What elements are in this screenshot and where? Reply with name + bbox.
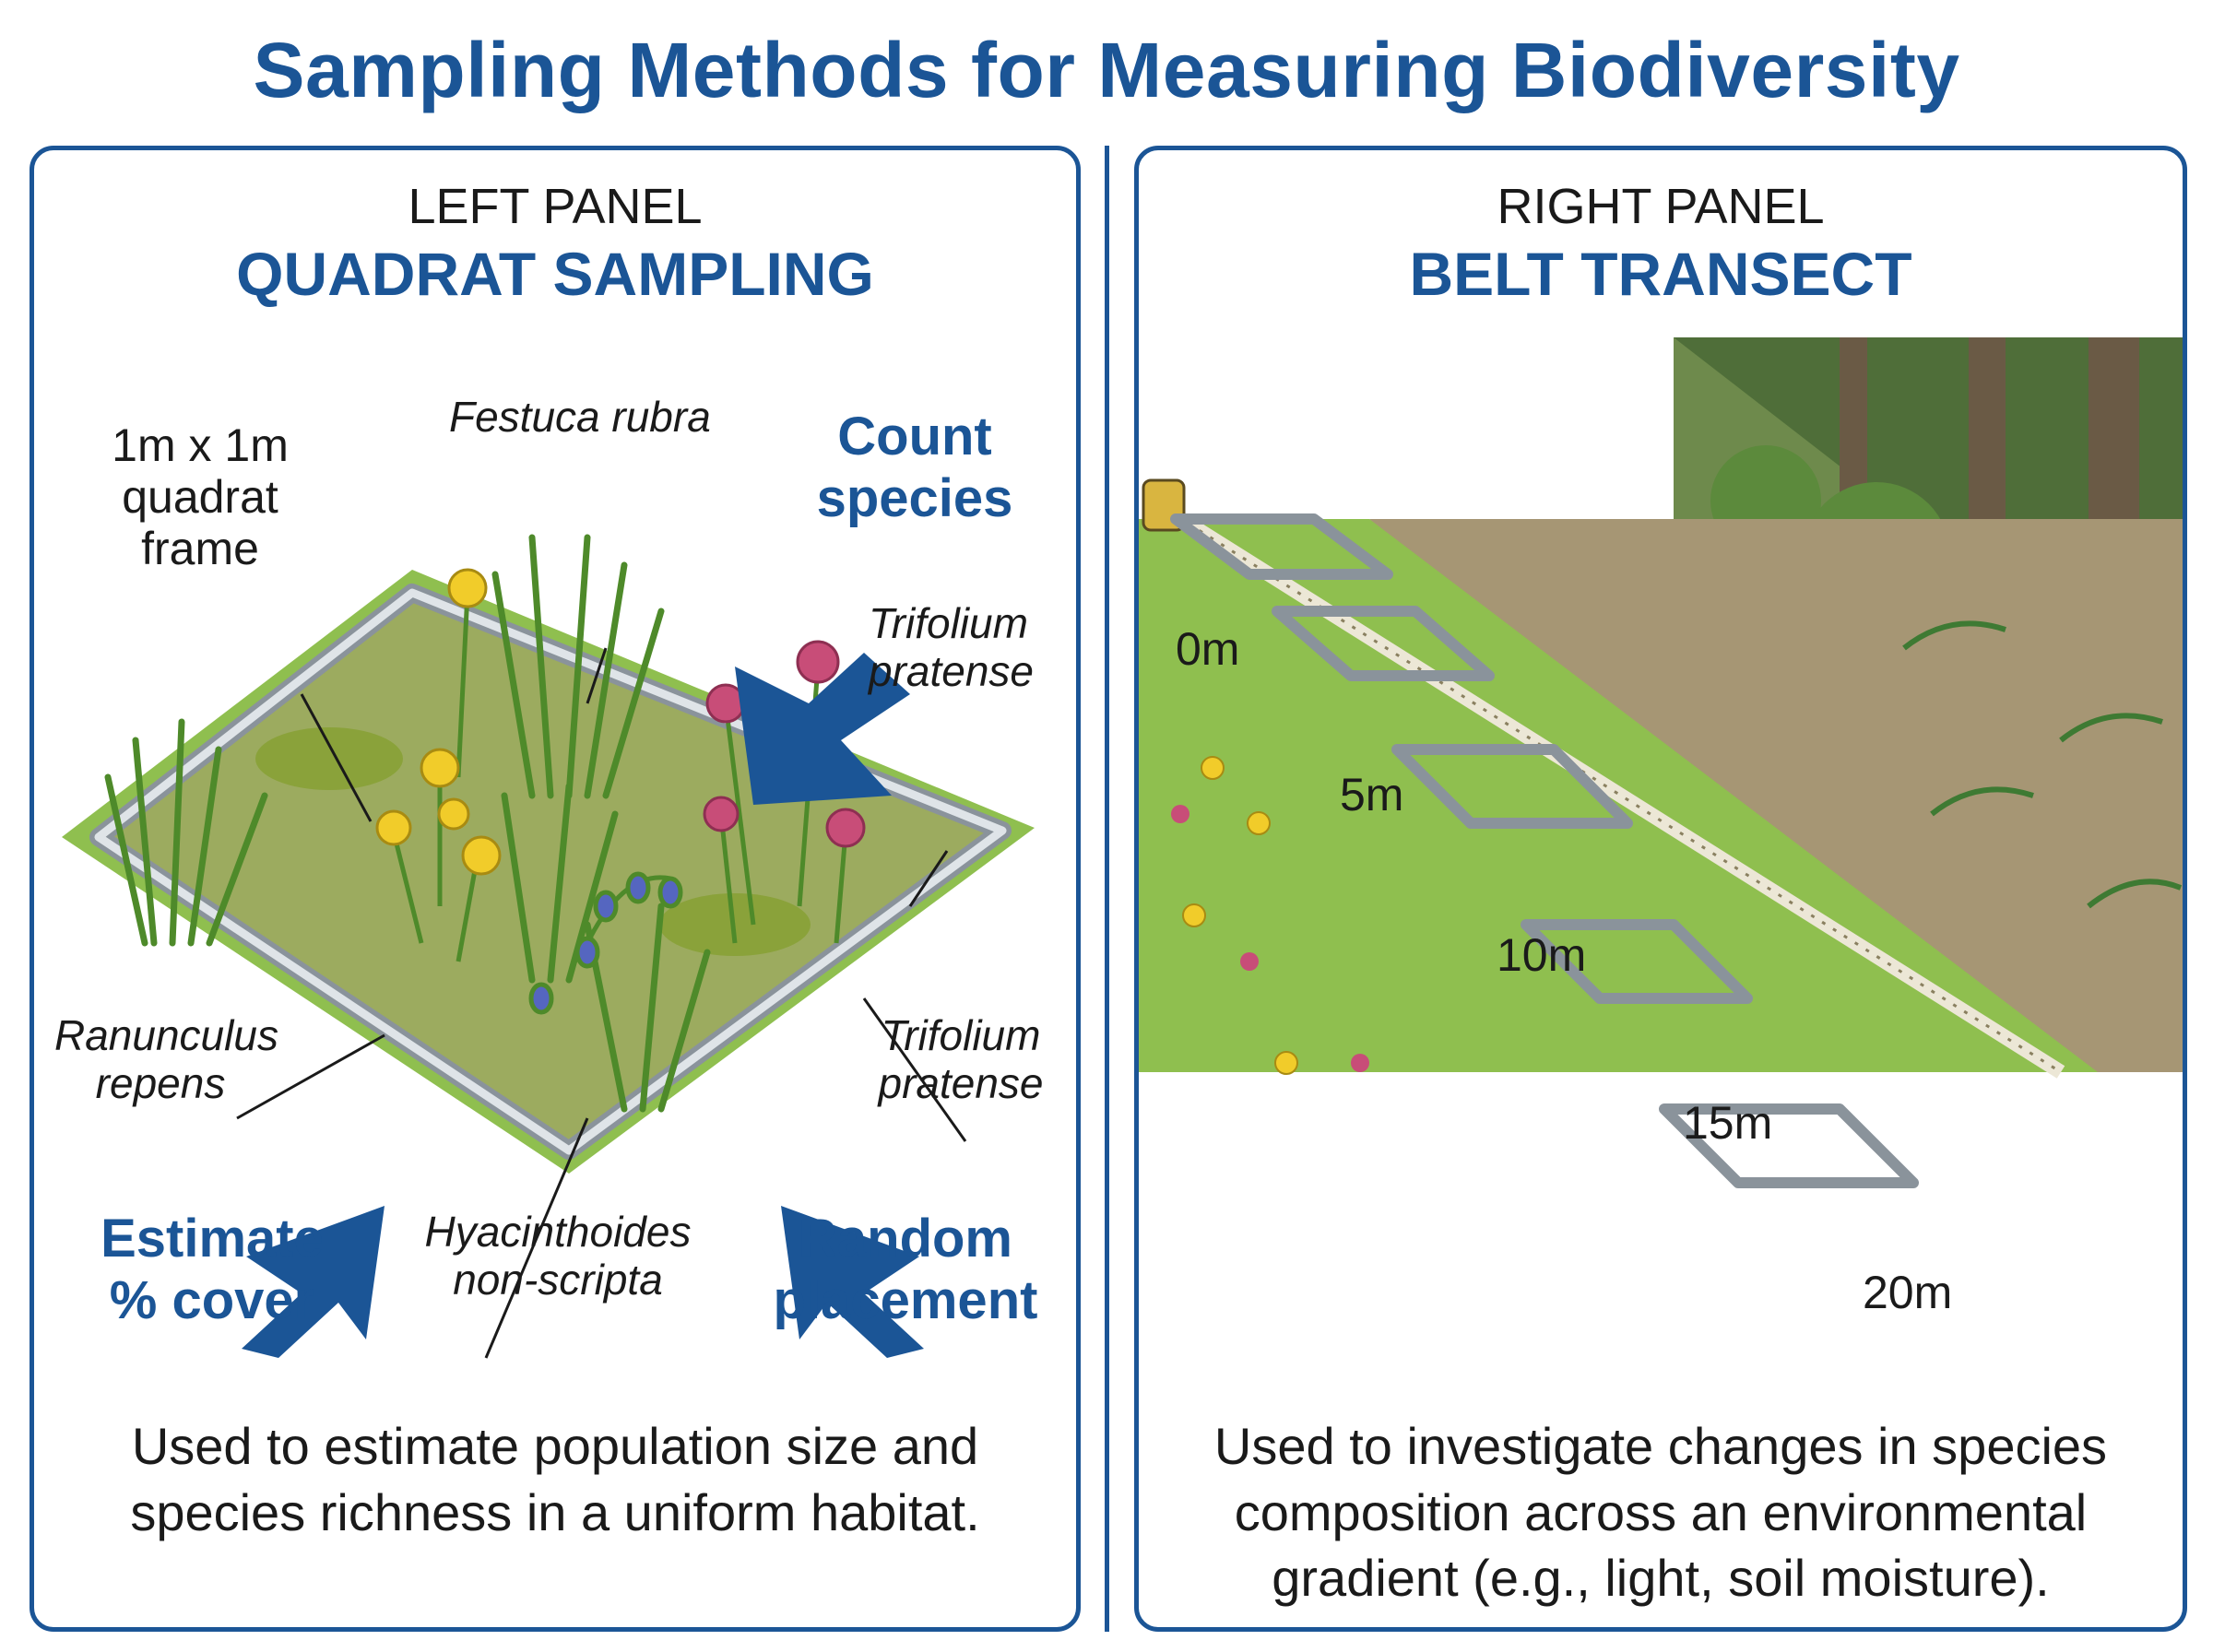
transect-quadrats — [1170, 513, 1919, 1188]
quadrat-panel: LEFT PANEL QUADRAT SAMPLING — [30, 146, 1081, 1632]
distance-5m: 5m — [1340, 769, 1404, 820]
buttercup-group — [375, 568, 502, 962]
distance-20m: 20m — [1863, 1267, 1953, 1318]
hyacinthoides-label: Hyacinthoides non-scripta — [424, 1208, 692, 1304]
transect-panel: RIGHT PANEL BELT TRANSECT — [1134, 146, 2187, 1632]
count-arrow — [735, 653, 910, 805]
left-panel-kicker: LEFT PANEL — [408, 179, 703, 234]
page-title: Sampling Methods for Measuring Biodivers… — [253, 27, 1960, 113]
estimate-cover-label: Estimate % cover — [101, 1209, 324, 1330]
count-species-label: Count species — [816, 407, 1013, 528]
distance-15m: 15m — [1683, 1097, 1773, 1149]
bluebell-group — [528, 871, 683, 1015]
quadrat-caption: Used to estimate population size and spe… — [130, 1417, 980, 1541]
random-arrow — [781, 1206, 924, 1358]
random-placement-label: Random placement — [773, 1209, 1038, 1330]
panel-divider — [1105, 146, 1109, 1632]
transect-illustration — [1139, 337, 2183, 1188]
distance-0m: 0m — [1176, 623, 1240, 675]
estimate-arrow — [242, 1206, 385, 1358]
quadrat-frame-label: 1m x 1m quadrat frame — [112, 419, 289, 574]
ranunculus-label: Ranunculus repens — [54, 1011, 278, 1107]
trifolium-bottom-label: Trifolium pratense — [878, 1011, 1044, 1107]
right-panel-kicker: RIGHT PANEL — [1497, 179, 1825, 234]
moss-patch — [255, 727, 403, 790]
transect-caption: Used to investigate changes in species c… — [1213, 1417, 2108, 1608]
festuca-label: Festuca rubra — [449, 393, 711, 441]
woodland-floor — [1369, 519, 2183, 1072]
trifolium-top-label: Trifolium pratense — [869, 599, 1035, 695]
quadrat-illustration — [62, 534, 1035, 1359]
left-panel-heading: QUADRAT SAMPLING — [236, 240, 874, 308]
distance-10m: 10m — [1497, 929, 1587, 981]
right-panel-heading: BELT TRANSECT — [1409, 240, 1912, 308]
